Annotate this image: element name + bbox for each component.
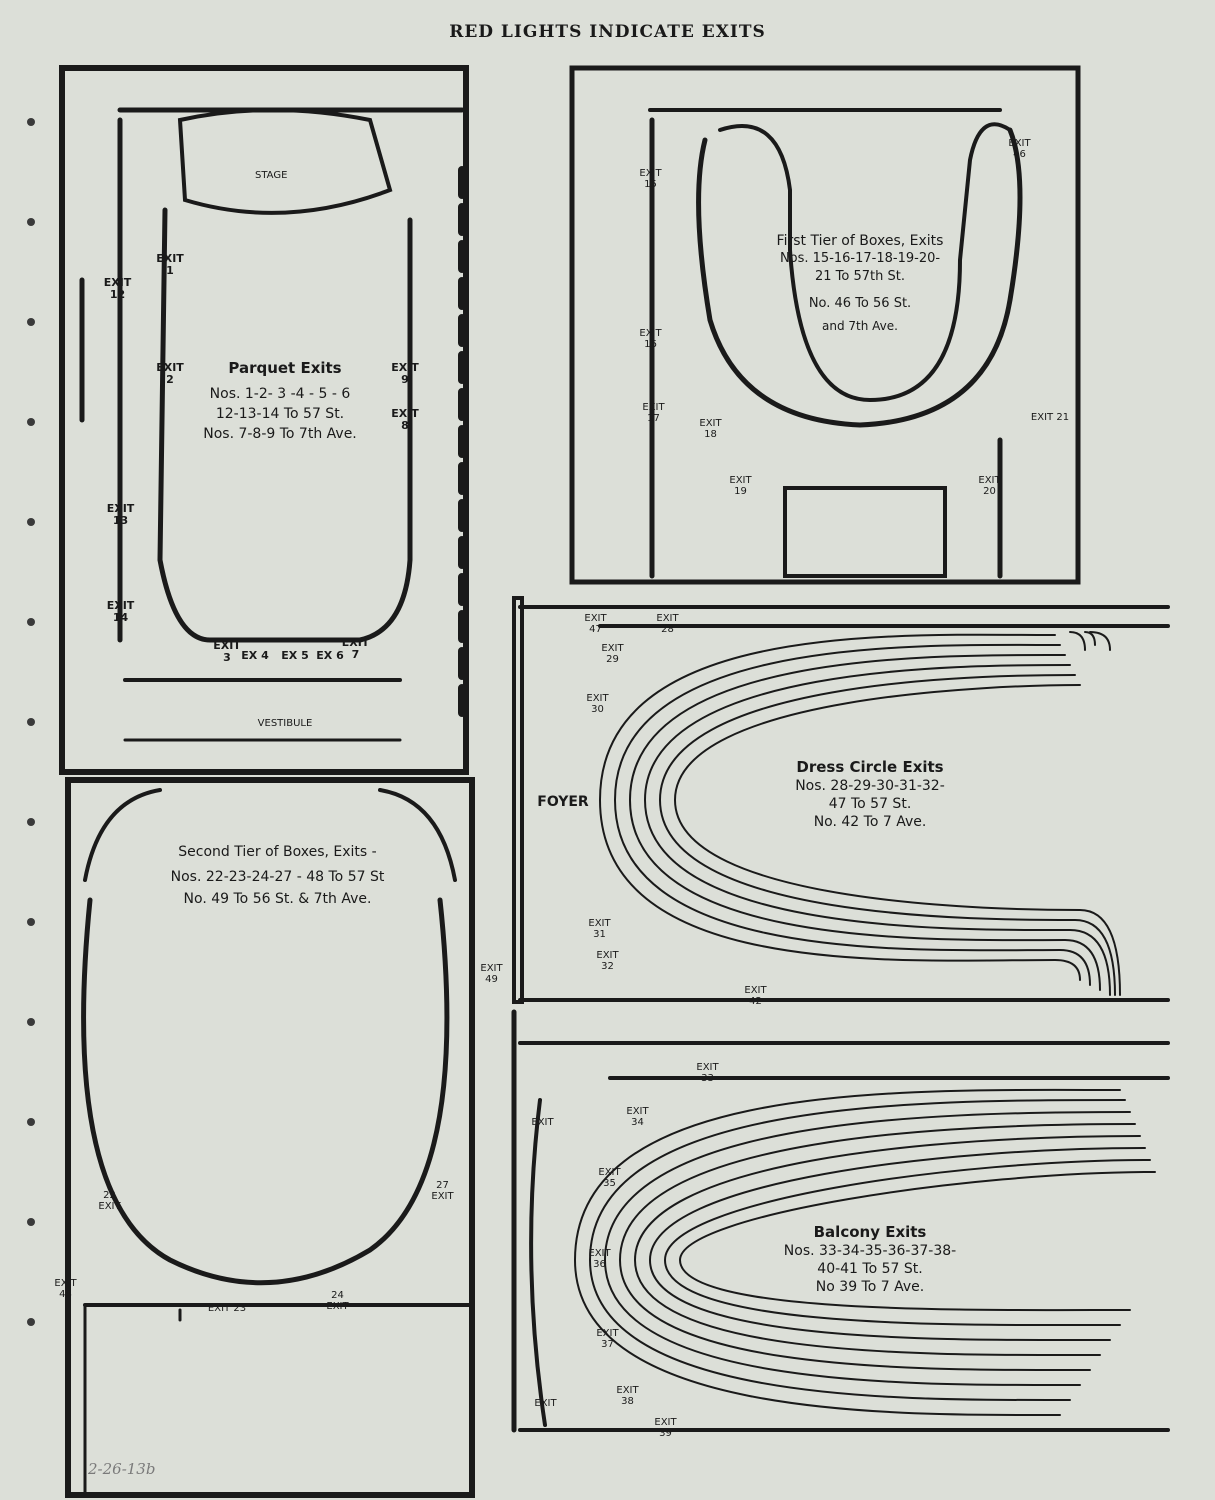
exit-label: EXIT 16	[639, 328, 662, 350]
exit-label: EXIT 36	[588, 1248, 611, 1270]
exit-label: EXIT 1	[156, 252, 184, 278]
exit-label: EXIT 12	[103, 276, 132, 302]
second-tier-line1: Nos. 22-23-24-27 - 48 To 57 St	[170, 869, 385, 885]
first-tier-line3: No. 46 To 56 St.	[808, 296, 912, 311]
balcony-line3: No 39 To 7 Ave.	[815, 1279, 925, 1295]
balcony-line1: Nos. 33-34-35-36-37-38-	[783, 1243, 957, 1259]
binder-hole	[27, 518, 35, 526]
binder-hole	[27, 1218, 35, 1226]
exit-label: EXIT 35	[598, 1167, 621, 1189]
exit-label: EXIT 19	[729, 475, 752, 497]
exit-label: EXIT 13	[106, 502, 135, 528]
handwritten-note: 2-26-13b	[88, 1460, 156, 1478]
binder-hole	[27, 118, 35, 126]
dress-circle-line1: Nos. 28-29-30-31-32-	[795, 778, 945, 794]
binder-hole	[27, 318, 35, 326]
binder-hole	[27, 918, 35, 926]
exit-label: EXIT 37	[596, 1328, 619, 1350]
exit-label: EX 5	[281, 649, 309, 662]
exit-label: EXIT 47	[584, 613, 607, 635]
exit-label: EXIT 14	[106, 599, 135, 625]
stage-label: STAGE	[255, 170, 288, 181]
exit-label: EXIT 33	[696, 1062, 719, 1084]
binder-hole	[27, 618, 35, 626]
exit-label: EXIT 46	[1008, 138, 1031, 160]
first-tier-line2: 21 To 57th St.	[815, 269, 905, 284]
exit-label: EXIT 31	[588, 918, 611, 940]
exit-label: EXIT 48	[54, 1278, 77, 1300]
exit-label: EXIT 2	[156, 361, 184, 387]
exit-label: EXIT 39	[654, 1417, 677, 1439]
exit-label: EXIT 7	[341, 636, 370, 662]
exit-label: 22 EXIT	[98, 1190, 121, 1212]
exit-label: EXIT 20	[978, 475, 1001, 497]
binder-hole	[27, 418, 35, 426]
parquet-line1: Nos. 1-2- 3 -4 - 5 - 6	[209, 386, 351, 402]
vestibule-label: VESTIBULE	[257, 718, 313, 729]
exit-label: EXIT 38	[616, 1385, 639, 1407]
exit-label: EXIT 29	[601, 643, 624, 665]
parquet-title: Parquet Exits	[228, 359, 342, 377]
exit-label: 27 EXIT	[431, 1180, 454, 1202]
exit-label: EXIT 17	[642, 402, 665, 424]
first-tier-line4: and 7th Ave.	[822, 319, 898, 333]
exit-label: EXIT 15	[639, 168, 662, 190]
binder-hole	[27, 1018, 35, 1026]
binder-hole	[27, 818, 35, 826]
second-tier-title: Second Tier of Boxes, Exits -	[178, 844, 377, 860]
exit-label: EXIT 34	[626, 1106, 649, 1128]
dress-circle-title: Dress Circle Exits	[796, 758, 944, 776]
first-tier-line1: Nos. 15-16-17-18-19-20-	[779, 251, 941, 266]
exit-label: EXIT 42	[744, 985, 767, 1007]
binder-hole	[27, 1318, 35, 1326]
exit-label: 24 EXIT	[326, 1290, 349, 1312]
binder-hole	[27, 218, 35, 226]
exit-label: EXIT 8	[391, 407, 419, 433]
second-tier-line2: No. 49 To 56 St. & 7th Ave.	[183, 891, 372, 907]
parquet-line2: 12-13-14 To 57 St.	[215, 406, 345, 422]
exit-label: EXIT 28	[656, 613, 679, 635]
exit-label: EX 4	[241, 649, 269, 662]
exit-label: EXIT	[534, 1398, 557, 1409]
exit-label: EXIT	[531, 1117, 554, 1128]
exit-label: EXIT 32	[596, 950, 619, 972]
exit-label: EXIT 23	[207, 1303, 247, 1314]
binder-hole	[27, 718, 35, 726]
dress-circle-line2: 47 To 57 St.	[828, 796, 912, 812]
exit-label: EXIT 49	[480, 963, 503, 985]
foyer-label: FOYER	[537, 794, 589, 810]
exit-label: EXIT 9	[391, 361, 419, 387]
exit-label: EXIT 30	[586, 693, 609, 715]
exit-label: EX 6	[316, 649, 344, 662]
balcony-line2: 40-41 To 57 St.	[817, 1261, 923, 1277]
exit-label: EXIT 18	[699, 418, 722, 440]
balcony-title: Balcony Exits	[813, 1223, 927, 1241]
first-tier-title: First Tier of Boxes, Exits	[776, 233, 944, 249]
exit-label: EXIT 3	[213, 639, 241, 665]
binder-hole	[27, 1118, 35, 1126]
dress-circle-line3: No. 42 To 7 Ave.	[813, 814, 927, 830]
exit-label: EXIT 21	[1030, 412, 1070, 423]
page-header: RED LIGHTS INDICATE EXITS	[449, 22, 766, 42]
parquet-line3: Nos. 7-8-9 To 7th Ave.	[203, 426, 357, 442]
